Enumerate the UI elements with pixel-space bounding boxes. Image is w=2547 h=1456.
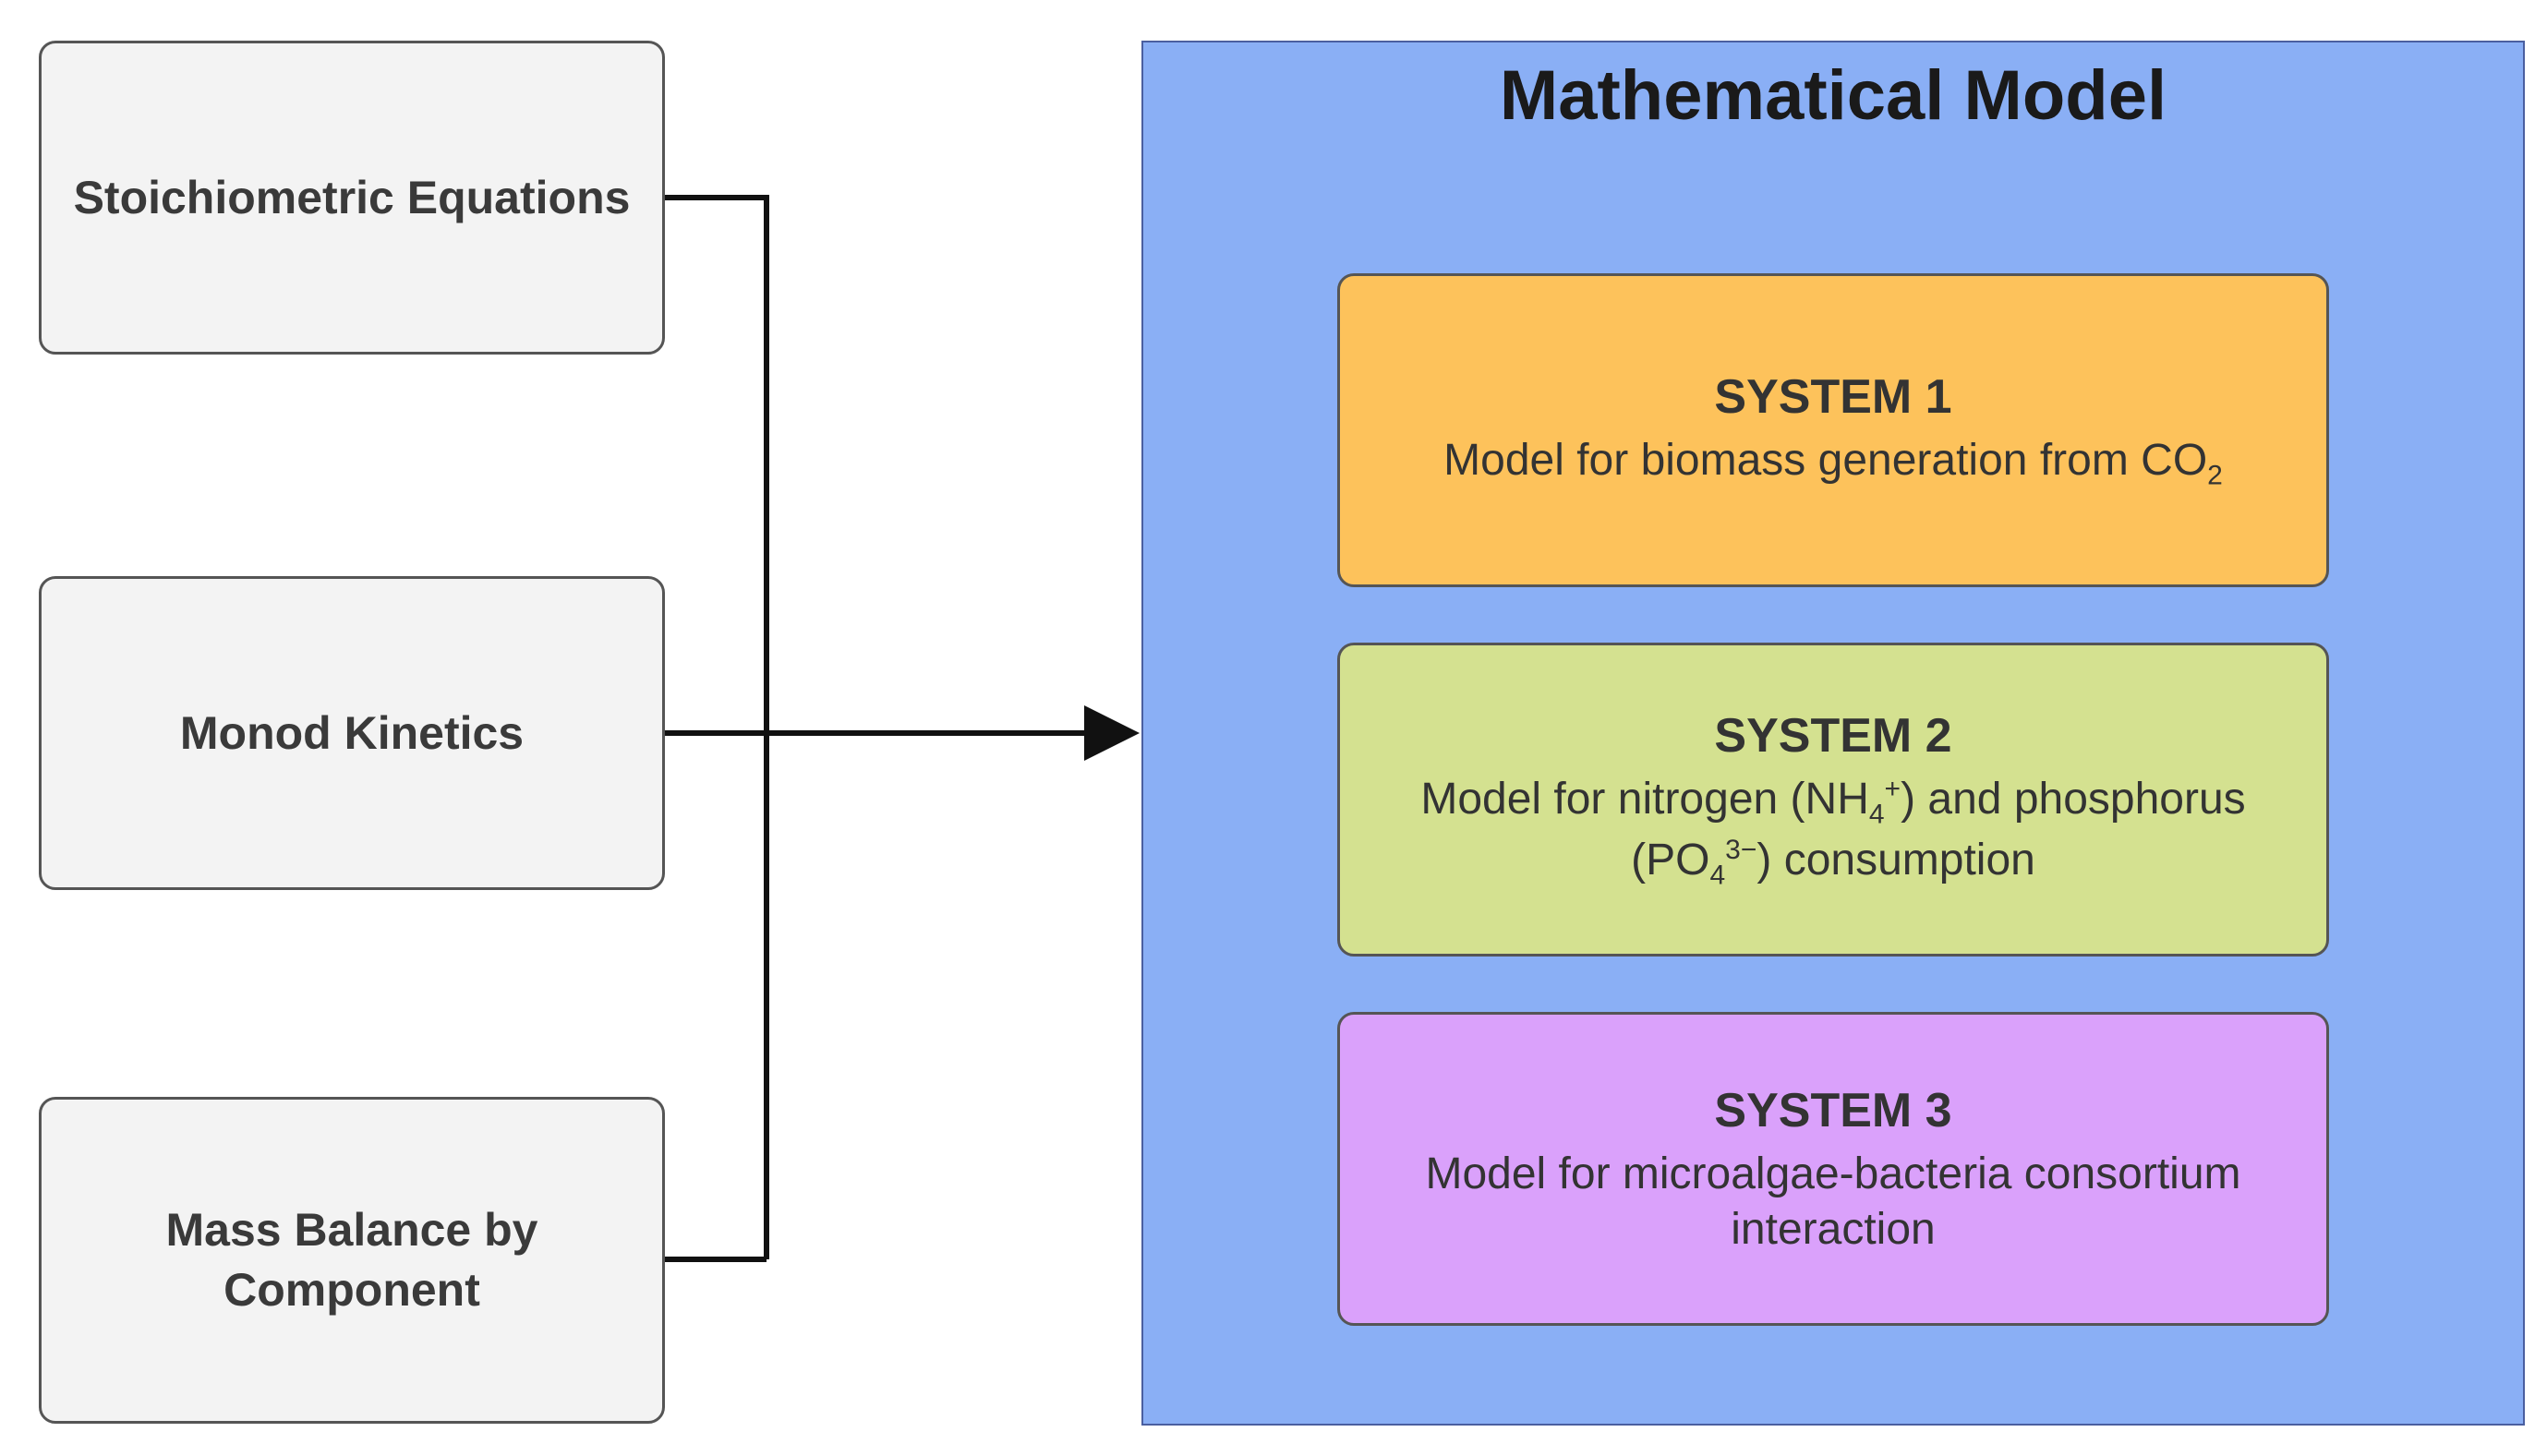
system-3-title: SYSTEM 3 [1714,1083,1952,1137]
system-3-description-line1: Model for microalgae-bacteria consortium [1425,1149,2241,1198]
system-1-description: Model for biomass generation from CO2 [1443,435,2223,491]
mass-balance-box: Mass Balance by Component [39,1097,665,1424]
mass-balance-label-line2: Component [223,1264,480,1316]
mass-balance-label-line1: Mass Balance by [165,1204,538,1256]
system-2-description: Model for nitrogen (NH4+) and phosphorus… [1420,774,2246,891]
system-2-title: SYSTEM 2 [1714,709,1952,764]
system-3-description-line2: interaction [1731,1204,1936,1254]
system-2-box: SYSTEM 2 Model for nitrogen (NH4+) and p… [1337,643,2329,957]
connector-stoichiometric [665,195,769,1259]
stoichiometric-equations-box: Stoichiometric Equations [39,41,665,355]
system-3-description: Model for microalgae-bacteria consortium… [1388,1147,2277,1257]
mass-balance-label: Mass Balance by Component [166,1200,538,1320]
monod-kinetics-box: Monod Kinetics [39,576,665,890]
system-3-box: SYSTEM 3 Model for microalgae-bacteria c… [1337,1012,2329,1326]
monod-kinetics-label: Monod Kinetics [179,706,525,759]
model-title: Mathematical Model [1499,56,2167,135]
mathematical-model-panel: Mathematical Model SYSTEM 1 Model for bi… [1141,41,2525,1426]
stoichiometric-equations-label: Stoichiometric Equations [73,171,631,223]
system-1-box: SYSTEM 1 Model for biomass generation fr… [1337,273,2329,587]
system-1-title: SYSTEM 1 [1714,369,1952,424]
